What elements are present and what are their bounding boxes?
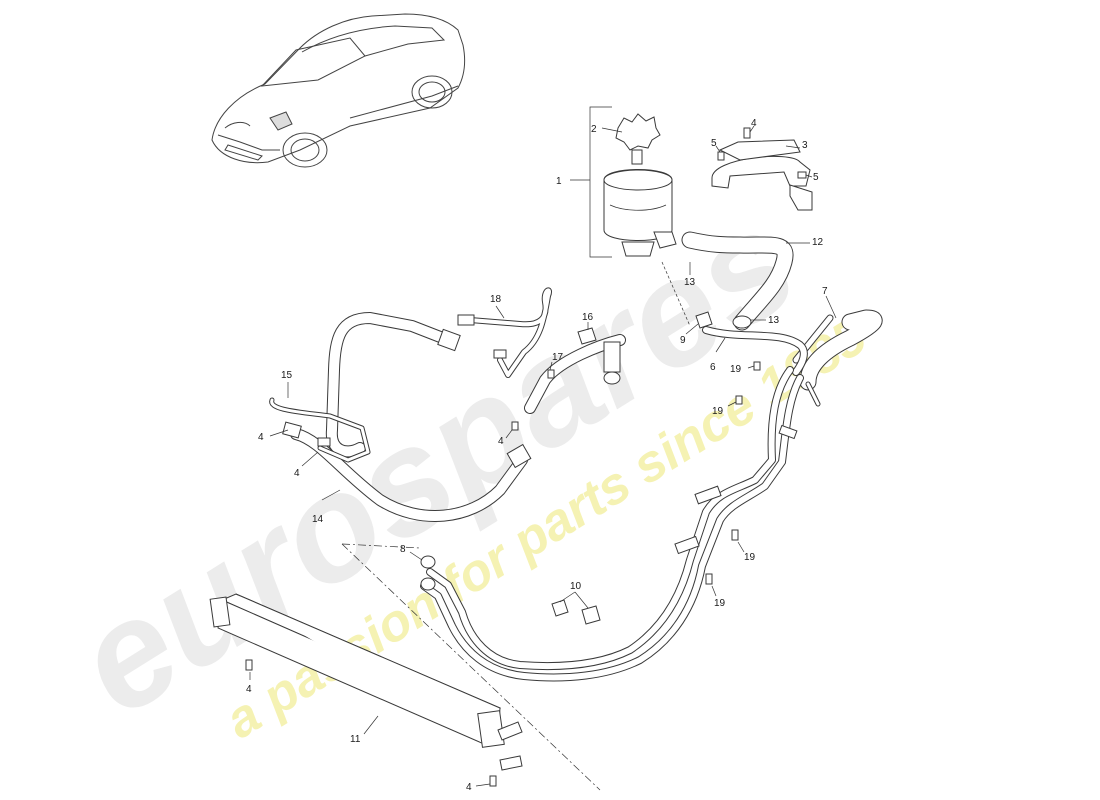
pipe-6: 6: [702, 326, 808, 376]
callout-8: 8: [400, 544, 406, 555]
callout-4-cooler-bottom: 4: [466, 782, 472, 793]
callout-5-right: 5: [813, 172, 819, 183]
callout-6: 6: [710, 362, 716, 373]
callout-10: 10: [570, 581, 582, 592]
callout-19-d: 19: [714, 598, 726, 609]
bolts-19: 19 19 19 19: [705, 361, 761, 609]
fittings: 16 17: [524, 312, 626, 414]
callout-12: 12: [812, 237, 824, 248]
callout-15: 15: [281, 370, 293, 381]
callout-2: 2: [591, 124, 597, 135]
callout-4-left: 4: [258, 432, 264, 443]
car-illustration: [211, 13, 466, 168]
callout-4-mid: 4: [294, 468, 300, 479]
callout-14: 14: [312, 514, 324, 525]
watermark: eurospares a passion for parts since 198…: [48, 176, 877, 750]
callout-16: 16: [582, 312, 594, 323]
hose-12: 12 13 13 9: [661, 231, 824, 346]
callout-5-left: 5: [711, 138, 717, 149]
callout-4-right: 4: [498, 436, 504, 447]
callout-18: 18: [490, 294, 502, 305]
callout-3: 3: [802, 140, 808, 151]
callout-11: 11: [350, 734, 361, 745]
cooler-11: 4 11 4: [209, 543, 601, 793]
callout-19-c: 19: [744, 552, 756, 563]
hose-14: 14 15 4 4 4: [258, 312, 532, 525]
callout-13-lower: 13: [768, 315, 780, 326]
callout-7: 7: [822, 286, 828, 297]
callout-4-top: 4: [751, 118, 757, 129]
return-pipes: 8 10: [400, 366, 804, 682]
callout-9: 9: [680, 335, 686, 346]
hose-18: 18: [457, 287, 552, 378]
reservoir-assembly: 1 2: [556, 106, 677, 258]
callout-4-cooler-top: 4: [246, 684, 252, 695]
callout-17: 17: [552, 352, 564, 363]
callout-19-b: 19: [712, 406, 724, 417]
callout-13-upper: 13: [684, 277, 696, 288]
callout-19-a: 19: [730, 364, 742, 375]
bracket-assembly: 4 3 5 5: [711, 118, 819, 211]
callout-1: 1: [556, 176, 562, 187]
